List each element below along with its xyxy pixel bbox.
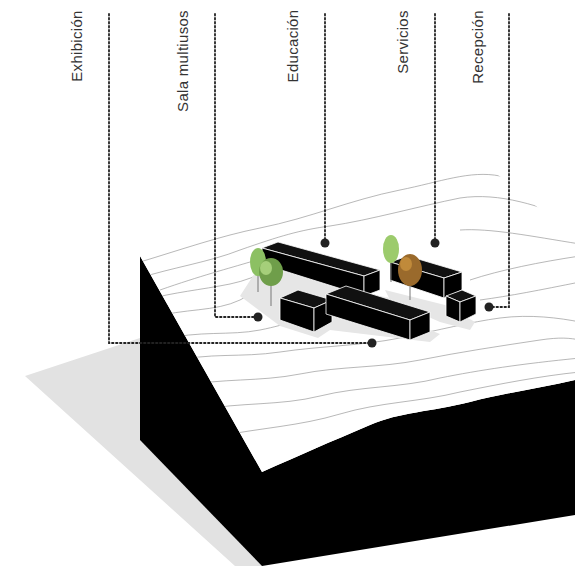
callout-label: Educación <box>284 10 302 83</box>
terrain-top <box>140 152 575 472</box>
leader-lines <box>109 14 509 343</box>
buildings <box>262 242 476 340</box>
callout-label: Servicios <box>394 10 412 74</box>
callout-label: Exhibición <box>68 10 86 81</box>
callout-label: Recepción <box>469 10 487 84</box>
trees <box>250 235 422 306</box>
callout-label: Sala multiusos <box>174 10 192 112</box>
leader-dots <box>254 239 494 348</box>
